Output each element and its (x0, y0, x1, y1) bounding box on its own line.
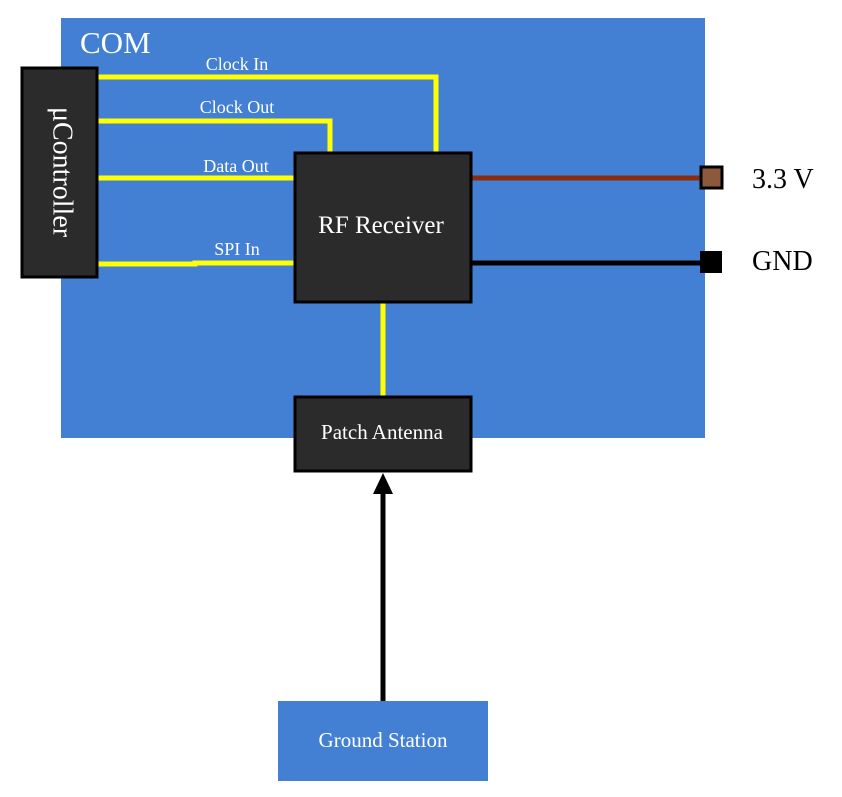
ground-station-block (278, 701, 488, 781)
ground-station-label: Ground Station (319, 728, 448, 752)
vcc-terminal (699, 165, 724, 190)
patch-antenna-label: Patch Antenna (321, 420, 444, 444)
com-label: COM (80, 25, 151, 60)
clock-in-label: Clock In (206, 54, 269, 74)
clock-out-wire (96, 118, 333, 153)
spi-in-wire (96, 260, 295, 267)
patch-antenna-block (293, 395, 473, 473)
vcc-label: 3.3 V (752, 164, 814, 195)
gnd-terminal (700, 251, 722, 273)
gnd-label: GND (752, 246, 813, 277)
microcontroller-label: μController (47, 107, 78, 238)
clock-in-wire (96, 74, 439, 153)
data-out-label: Data Out (203, 156, 268, 176)
clock-out-label: Clock Out (200, 97, 275, 117)
spi-in-label: SPI In (214, 239, 260, 259)
rf-receiver-block (293, 151, 473, 304)
microcontroller-block (20, 66, 99, 279)
uplink-arrowhead (373, 473, 393, 494)
rf-receiver-label: RF Receiver (318, 212, 444, 239)
